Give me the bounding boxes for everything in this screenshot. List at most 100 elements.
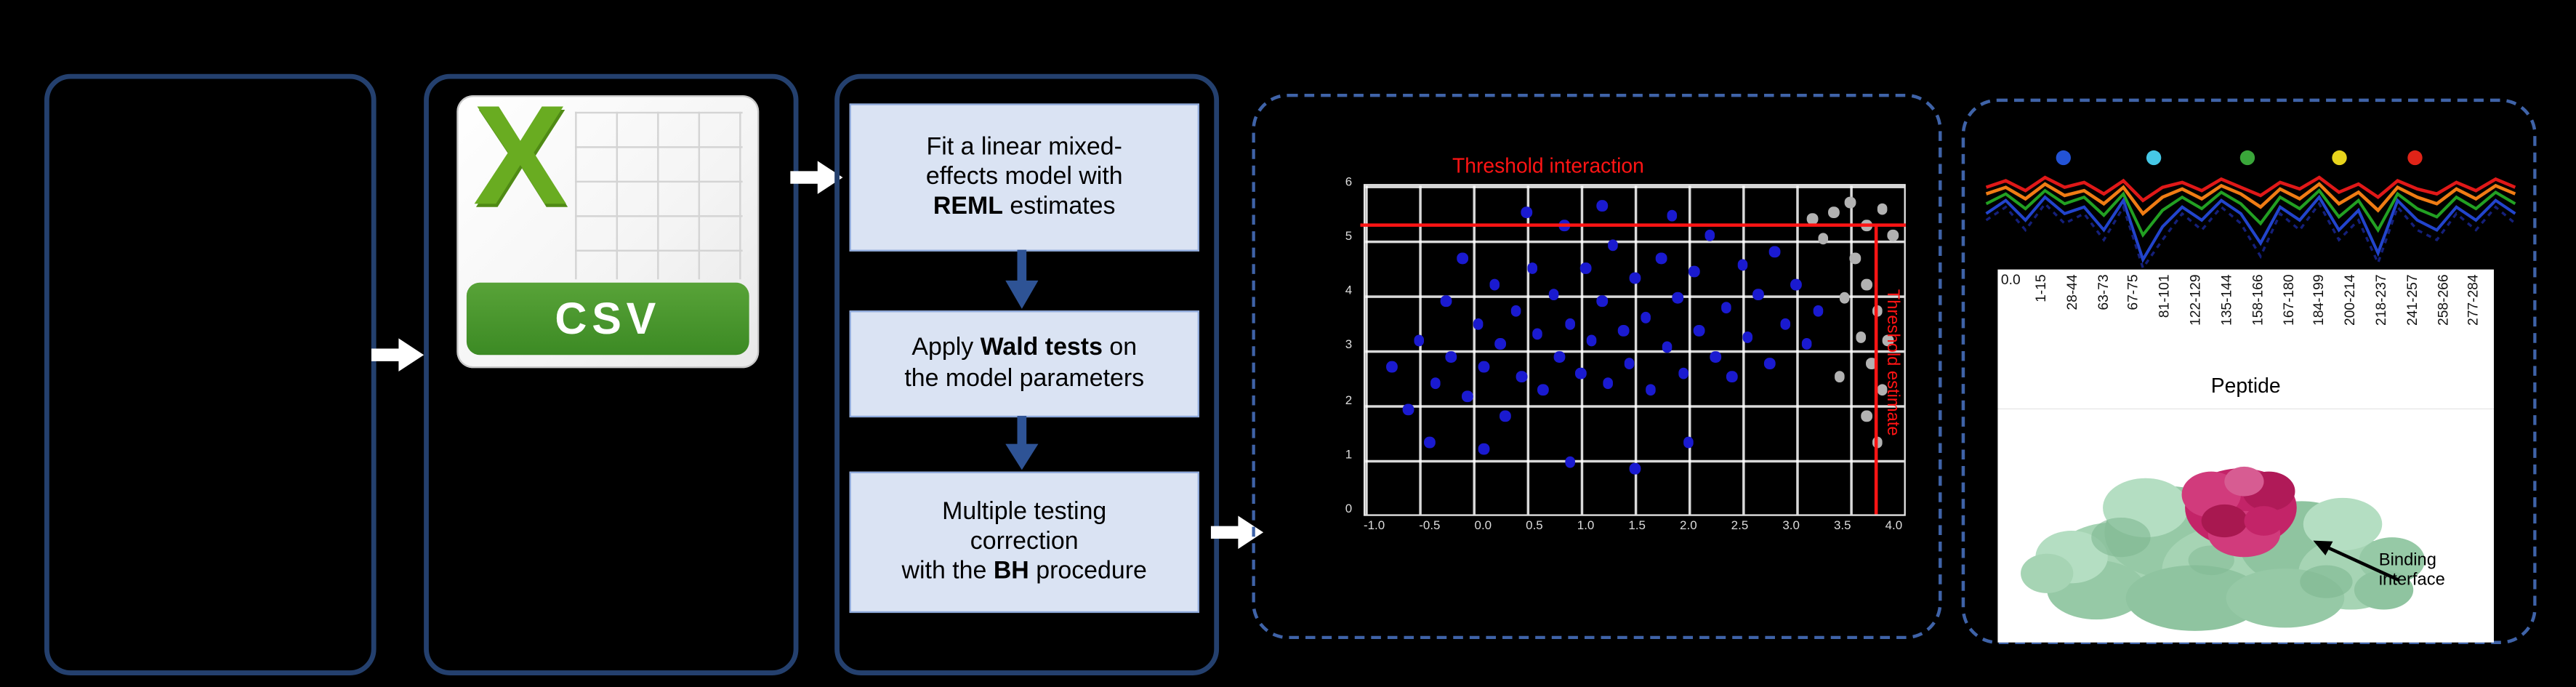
threshold-interaction-line <box>1360 223 1906 227</box>
peptide-tick-label: 135-144 <box>2217 274 2234 326</box>
scatter-point <box>1441 295 1452 306</box>
step3-line1: Multiple testing <box>942 497 1107 526</box>
scatter-point <box>1839 292 1851 303</box>
scatter-point <box>1834 371 1845 382</box>
scatter-point <box>1537 384 1549 395</box>
scatter-point <box>1704 229 1716 241</box>
tick-label: 0.0 <box>1474 517 1492 533</box>
scatter-point <box>1532 328 1543 340</box>
panel-csv <box>424 73 799 675</box>
scatter-point <box>1736 259 1748 270</box>
condition-dot-icon <box>2239 150 2255 166</box>
scatter-point <box>1629 462 1641 474</box>
condition-dot-icon <box>2407 150 2423 166</box>
csv-file-icon: X CSV <box>456 86 760 369</box>
tick-label: 2 <box>1345 392 1353 407</box>
scatter-point <box>1478 443 1489 454</box>
step3-line2: correction <box>970 527 1079 555</box>
uptake-series-state-4 <box>1985 194 2516 263</box>
scatter-point <box>1672 292 1683 303</box>
peptide-tick-label: 122-129 <box>2186 274 2204 326</box>
condition-dot-icon <box>2056 150 2071 166</box>
tick-label: 6 <box>1345 174 1353 189</box>
scatter-point <box>1386 361 1398 372</box>
threshold-interaction-label: Threshold interaction <box>1452 154 1644 178</box>
scatter-point <box>1403 403 1414 415</box>
peptide-tick-label: 67-75 <box>2125 274 2142 310</box>
scatter-point <box>1763 358 1775 369</box>
peptide-tick-label: 258-266 <box>2434 274 2451 326</box>
scatter-point <box>1710 351 1721 362</box>
peptide-tick-label: 277-284 <box>2465 274 2482 326</box>
panel-statistics <box>834 73 1220 675</box>
scatter-point <box>1645 384 1657 395</box>
tick-label: -1.0 <box>1363 517 1385 533</box>
scatter-point <box>1424 436 1436 448</box>
scatter-point <box>1607 239 1619 251</box>
panel-input-data <box>44 73 377 675</box>
peptide-tick-label: 241-257 <box>2403 274 2420 326</box>
scatter-point <box>1877 384 1888 395</box>
tick-label: 3.0 <box>1782 517 1800 533</box>
scatter-point <box>1430 377 1441 388</box>
tick-label: 1 <box>1345 446 1353 462</box>
step1-line2: effects model with <box>925 162 1123 190</box>
scatter-plot <box>1363 184 1906 516</box>
tick-label: 3 <box>1345 337 1353 353</box>
tick-label: 4.0 <box>1885 517 1903 533</box>
scatter-point <box>1678 367 1689 379</box>
scatter-point <box>1888 229 1899 241</box>
scatter-point <box>1828 206 1840 217</box>
scatter-point <box>1597 200 1608 211</box>
tick-label: 2.0 <box>1680 517 1697 533</box>
tick-label: 5 <box>1345 228 1353 244</box>
tick-label: -0.5 <box>1419 517 1441 533</box>
scatter-point <box>1780 318 1791 329</box>
binding-interface-label: Binding interface <box>2378 550 2445 590</box>
scatter-point <box>1807 213 1818 224</box>
scatter-point <box>1877 203 1888 214</box>
scatter-point <box>1597 295 1608 306</box>
scatter-point <box>1478 361 1489 372</box>
scatter-point <box>1553 351 1565 362</box>
scatter-point <box>1602 377 1614 388</box>
scatter-point <box>1640 311 1651 323</box>
spreadsheet-grid-icon <box>575 111 743 280</box>
scatter-point <box>1457 252 1468 264</box>
flow-arrow-1-icon <box>371 338 424 371</box>
scatter-point <box>1742 331 1753 342</box>
scatter-point <box>1580 262 1592 273</box>
scatter-point <box>1882 334 1893 346</box>
scatter-point <box>1564 318 1576 329</box>
scatter-point <box>1548 289 1560 300</box>
scatter-point <box>1586 334 1597 346</box>
peptide-axis-title: Peptide <box>2210 374 2281 398</box>
scatter-point <box>1629 272 1641 284</box>
tick-label: 1.5 <box>1628 517 1646 533</box>
scatter-point <box>1489 278 1500 290</box>
csv-banner-label: CSV <box>466 282 749 355</box>
step2-line2: the model parameters <box>904 363 1145 393</box>
scatter-point <box>1790 278 1802 290</box>
scatter-point <box>1861 278 1872 290</box>
condition-dot-icon <box>2332 150 2347 166</box>
uptake-chart <box>1985 150 2516 271</box>
scatter-point <box>1689 265 1699 277</box>
step3-line3: with the BH procedure <box>901 557 1147 585</box>
scatter-point <box>1662 341 1673 353</box>
step1-line3: REML estimates <box>933 192 1116 221</box>
scatter-point <box>1564 456 1576 467</box>
scatter-point <box>1473 318 1484 329</box>
step-wald-tests: Apply Wald tests on the model parameters <box>849 310 1199 418</box>
binding-arrow-icon <box>2313 540 2399 582</box>
uptake-series-state-5 <box>1985 201 2516 271</box>
y-axis-zero-tick: 0.0 <box>2000 270 2021 288</box>
scatter-point <box>1801 338 1813 349</box>
threshold-estimate-label: Threshold estimate <box>1883 289 1903 436</box>
scatter-point <box>1812 305 1824 316</box>
step1-line1: Fit a linear mixed- <box>926 132 1122 161</box>
scatter-point <box>1516 371 1527 382</box>
